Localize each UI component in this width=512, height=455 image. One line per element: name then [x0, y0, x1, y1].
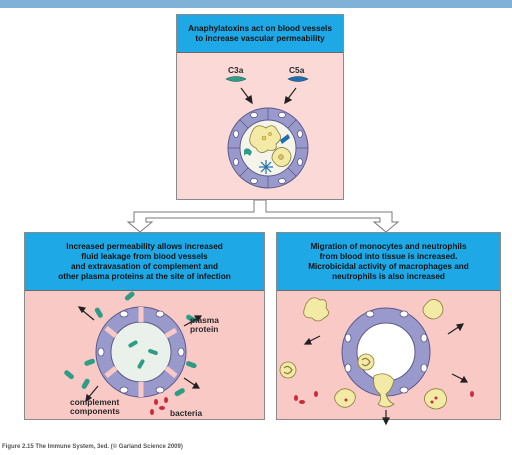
label-line: complement — [70, 397, 120, 407]
label-line: protein — [190, 324, 219, 335]
bacteria — [294, 391, 474, 404]
header-line: to increase vascular permeability — [195, 33, 325, 43]
c3a-label: C3a — [228, 65, 244, 75]
bacteria — [150, 397, 168, 415]
header-line: and extravasation of complement and — [71, 261, 218, 271]
panel-anaphylatoxins-header: Anaphylatoxins act on blood vessels to i… — [177, 15, 343, 53]
plasma-protein-label: plasma protein — [190, 315, 219, 335]
neutrophil — [279, 361, 297, 379]
complement-components-label: complement components — [70, 397, 120, 417]
label-line: components — [70, 406, 120, 417]
c5a-label: C5a — [289, 65, 305, 75]
panel-permeability-header: Increased permeability allows increased … — [25, 233, 264, 291]
panel-migration-header: Migration of monocytes and neutrophils f… — [277, 233, 500, 291]
header-line: Anaphylatoxins act on blood vessels — [188, 23, 332, 33]
blood-vessel — [95, 306, 187, 398]
top-vessel-illustration — [225, 76, 309, 189]
header-line: Migration of monocytes and neutrophils — [310, 241, 467, 251]
leaky-vessel-illustration — [64, 291, 203, 415]
label-line: plasma — [190, 315, 219, 325]
header-line: fluid leakage from blood vessels — [81, 251, 208, 261]
neutrophil — [357, 353, 375, 371]
header-line: from blood into tissue is increased. — [319, 251, 458, 261]
top-color-bar — [0, 0, 512, 8]
header-line: Increased permeability allows increased — [66, 241, 223, 251]
header-line: neutrophils is also increased — [332, 271, 445, 281]
arrow-icon — [240, 87, 297, 105]
c3a-molecule — [225, 76, 247, 82]
blood-vessel — [227, 107, 309, 189]
cell-migration-illustration — [279, 297, 474, 426]
figure-caption: Figure 2.15 The Immune System, 3ed. (© G… — [2, 444, 183, 450]
header-line: Microbicidal activity of macrophages and — [308, 261, 469, 271]
arrow-icon — [77, 306, 203, 403]
macrophage — [303, 297, 447, 410]
c5a-molecule — [287, 76, 309, 82]
arrow-icon — [303, 323, 469, 426]
bacteria-label: bacteria — [170, 408, 203, 418]
header-line: other plasma proteins at the site of inf… — [58, 271, 231, 281]
